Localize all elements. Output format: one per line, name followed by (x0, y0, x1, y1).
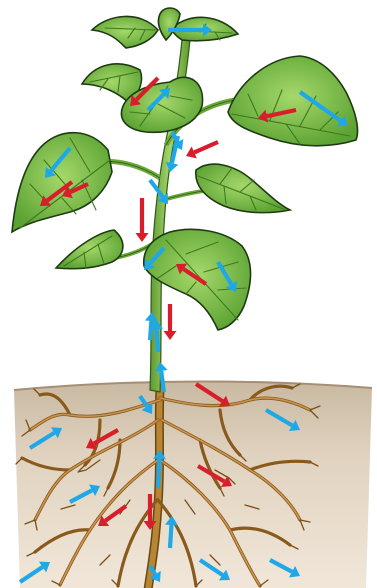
leaf-left-large (12, 133, 112, 232)
leaf-lower-left (56, 230, 123, 269)
phloem-arrow-icon (164, 304, 177, 340)
leaf-right-large (228, 56, 358, 146)
phloem-arrow-icon (186, 142, 218, 158)
phloem-arrow-icon (136, 198, 149, 242)
leaf-top-left (92, 16, 158, 48)
leaf-middle-right (196, 164, 290, 212)
